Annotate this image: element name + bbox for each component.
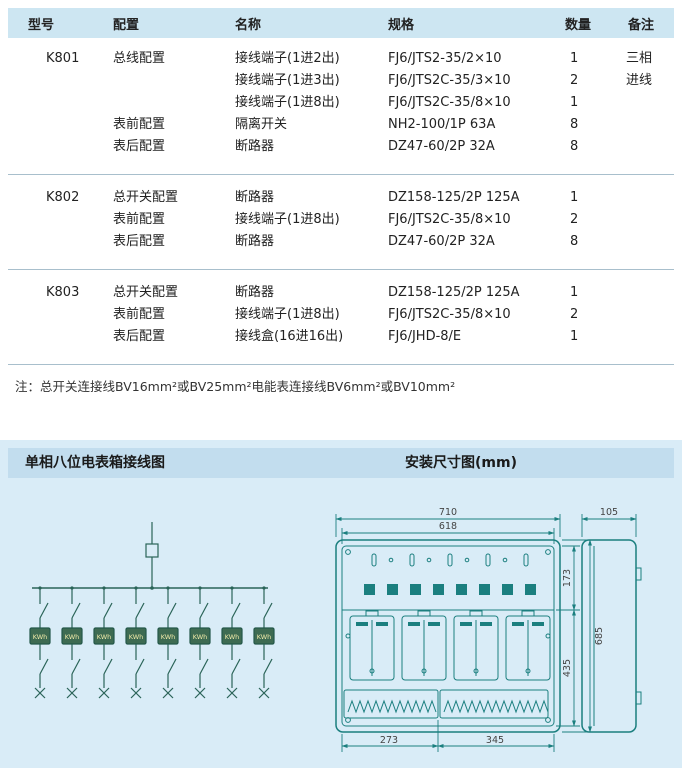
col-header-model: 型号 — [28, 17, 55, 33]
cell-spec: FJ6/JTS2C-35/8×10 — [388, 307, 511, 322]
table-bottom-rule — [8, 364, 674, 365]
table-row: 表后配置 断路器 DZ47-60/2P 32A 8 — [8, 136, 674, 158]
side-view — [581, 539, 642, 733]
wiring-note: 注：总开关连接线BV16mm²或BV25mm²电能表连接线BV6mm²或BV10… — [15, 379, 456, 394]
supply-line — [145, 522, 159, 590]
meter-windows — [349, 610, 551, 681]
cell-qty: 2 — [570, 307, 579, 322]
table-row: 表前配置 隔离开关 NH2-100/1P 63A 8 — [8, 114, 674, 136]
dimension-diagram-title: 安装尺寸图(mm) — [405, 455, 517, 471]
wiring-diagram: KWh — [29, 522, 275, 699]
cell-name: 断路器 — [235, 139, 275, 154]
diagram-section: 单相八位电表箱接线图 安装尺寸图(mm) KWh — [0, 440, 682, 768]
cell-spec: DZ158-125/2P 125A — [388, 285, 520, 300]
vent-slots — [371, 553, 529, 567]
model-group-k802: K802 总开关配置 断路器 DZ158-125/2P 125A 1 表前配置 … — [8, 187, 674, 253]
dim-inner-width: 618 — [439, 521, 457, 532]
table-row: K803 总开关配置 断路器 DZ158-125/2P 125A 1 — [8, 282, 674, 304]
dimension-annotations — [335, 514, 637, 752]
dim-top-height: 173 — [562, 569, 573, 587]
cell-qty: 1 — [570, 329, 579, 344]
table-row: K801 总线配置 接线端子(1进2出) FJ6/JTS2-35/2×10 1 … — [8, 48, 674, 70]
front-view — [335, 539, 561, 733]
table-row: 表后配置 接线盒(16进16出) FJ6/JHD-8/E 1 — [8, 326, 674, 348]
cell-qty: 1 — [570, 285, 579, 300]
cell-remark: 三相 — [626, 51, 653, 66]
table-row: 表前配置 接线端子(1进8出) FJ6/JTS2C-35/8×10 2 — [8, 209, 674, 231]
cell-spec: FJ6/JTS2C-35/8×10 — [388, 95, 511, 110]
cell-model: K803 — [46, 285, 80, 300]
dim-bottom-left-width: 273 — [380, 735, 398, 746]
cell-config: 总开关配置 — [113, 285, 179, 300]
table-row: 接线端子(1进3出) FJ6/JTS2C-35/3×10 2 进线 — [8, 70, 674, 92]
cell-config: 表后配置 — [113, 234, 166, 249]
section-title-bar: 单相八位电表箱接线图 安装尺寸图(mm) — [8, 448, 674, 478]
group-separator — [8, 269, 674, 270]
cell-model: K801 — [46, 51, 80, 66]
cell-spec: FJ6/JTS2-35/2×10 — [388, 51, 502, 66]
cell-spec: DZ47-60/2P 32A — [388, 234, 495, 249]
dim-depth: 105 — [600, 507, 618, 518]
cell-qty: 1 — [570, 95, 579, 110]
cell-qty: 8 — [570, 234, 579, 249]
cell-spec: FJ6/JHD-8/E — [388, 329, 462, 344]
group-separator — [8, 174, 674, 175]
col-header-spec: 规格 — [388, 17, 415, 33]
table-row: 接线端子(1进8出) FJ6/JTS2C-35/8×10 1 — [8, 92, 674, 114]
cell-spec: FJ6/JTS2C-35/8×10 — [388, 212, 511, 227]
cell-name: 接线端子(1进2出) — [235, 51, 340, 66]
dim-total-height: 685 — [594, 627, 605, 645]
cell-config: 总开关配置 — [113, 190, 179, 205]
cell-name: 断路器 — [235, 190, 275, 205]
model-group-k801: K801 总线配置 接线端子(1进2出) FJ6/JTS2-35/2×10 1 … — [8, 48, 674, 158]
cell-name: 接线端子(1进3出) — [235, 73, 340, 88]
cell-spec: DZ47-60/2P 32A — [388, 139, 495, 154]
table-row: 表前配置 接线端子(1进8出) FJ6/JTS2C-35/8×10 2 — [8, 304, 674, 326]
cell-qty: 2 — [570, 73, 579, 88]
col-header-config: 配置 — [113, 17, 140, 33]
dim-bottom-right-width: 345 — [486, 735, 504, 746]
dim-lower-height: 435 — [562, 659, 573, 677]
col-header-name: 名称 — [235, 17, 262, 33]
cell-config: 表前配置 — [113, 212, 166, 227]
cell-name: 断路器 — [235, 234, 275, 249]
cell-spec: DZ158-125/2P 125A — [388, 190, 520, 205]
cell-qty: 1 — [570, 51, 579, 66]
model-group-k803: K803 总开关配置 断路器 DZ158-125/2P 125A 1 表前配置 … — [8, 282, 674, 348]
table-header-row: 型号 配置 名称 规格 数量 备注 — [8, 8, 674, 38]
cell-spec: NH2-100/1P 63A — [388, 117, 496, 132]
cell-qty: 1 — [570, 190, 579, 205]
wiring-diagram-title: 单相八位电表箱接线图 — [25, 455, 165, 471]
table-row: 表后配置 断路器 DZ47-60/2P 32A 8 — [8, 231, 674, 253]
cell-config: 表前配置 — [113, 307, 166, 322]
cell-model: K802 — [46, 190, 80, 205]
cell-name: 隔离开关 — [235, 117, 288, 132]
cell-spec: FJ6/JTS2C-35/3×10 — [388, 73, 511, 88]
cell-name: 接线盒(16进16出) — [235, 329, 344, 344]
col-header-remark: 备注 — [628, 17, 655, 33]
cell-qty: 8 — [570, 139, 579, 154]
cell-name: 接线端子(1进8出) — [235, 307, 340, 322]
cell-remark: 进线 — [626, 73, 653, 88]
cell-name: 断路器 — [235, 285, 275, 300]
cell-config: 表后配置 — [113, 139, 166, 154]
cell-config: 总线配置 — [113, 51, 166, 66]
cell-name: 接线端子(1进8出) — [235, 95, 340, 110]
breaker-windows — [364, 584, 536, 595]
col-header-qty: 数量 — [565, 17, 592, 33]
table-row: K802 总开关配置 断路器 DZ158-125/2P 125A 1 — [8, 187, 674, 209]
table-body: K801 总线配置 接线端子(1进2出) FJ6/JTS2-35/2×10 1 … — [8, 48, 674, 377]
main-switch-symbol — [145, 543, 159, 558]
dim-outer-width: 710 — [439, 507, 457, 518]
cell-name: 接线端子(1进8出) — [235, 212, 340, 227]
cell-qty: 8 — [570, 117, 579, 132]
cell-config: 表前配置 — [113, 117, 166, 132]
cell-config: 表后配置 — [113, 329, 166, 344]
cell-qty: 2 — [570, 212, 579, 227]
dimension-diagram: 710 618 105 173 435 685 273 345 — [335, 507, 642, 752]
terminal-covers — [343, 689, 549, 719]
